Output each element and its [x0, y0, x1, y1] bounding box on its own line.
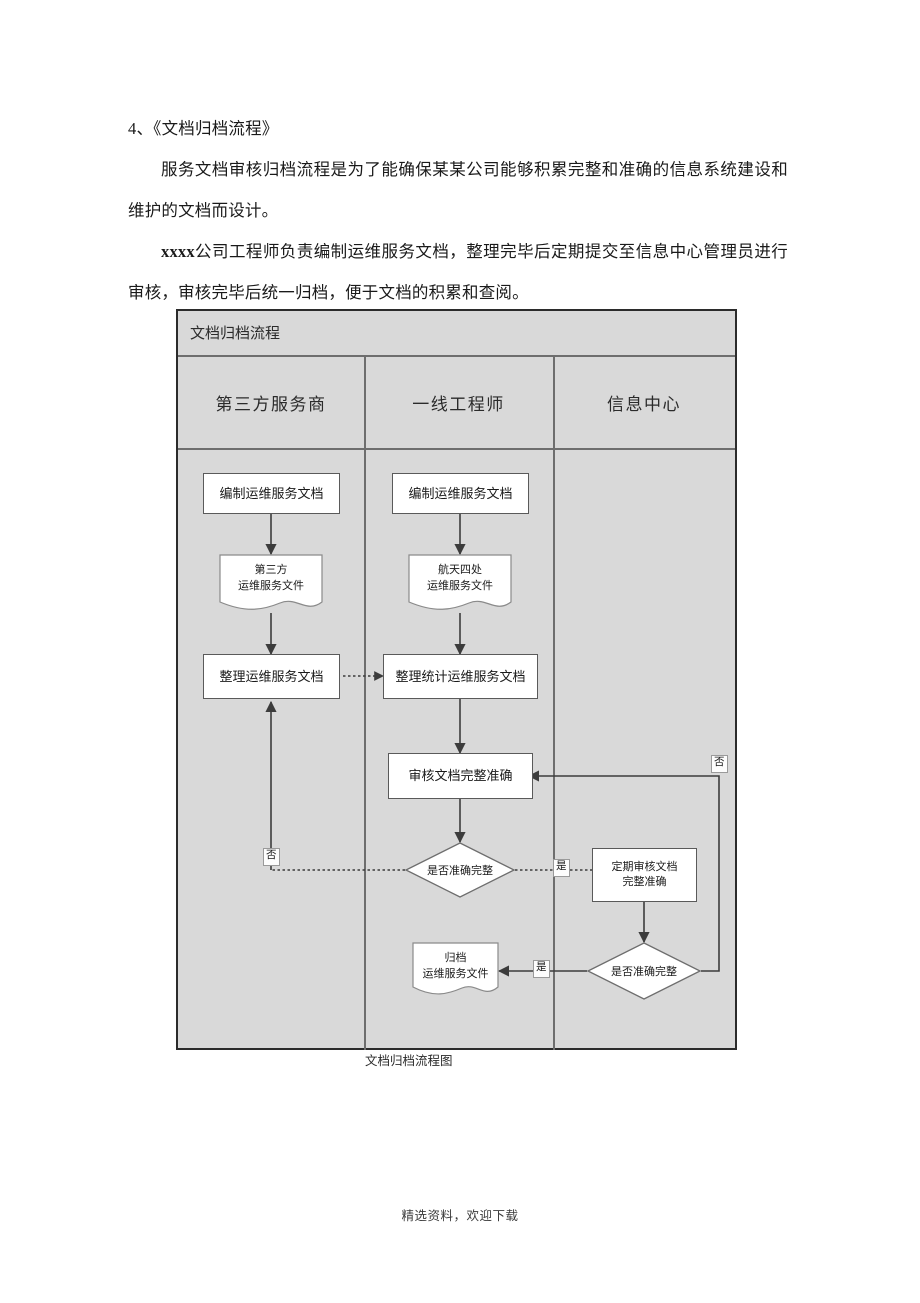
lane-header-info-center: 信息中心	[553, 357, 735, 450]
node-label: 审核文档完整准确	[408, 768, 513, 784]
diamond-shape-icon	[587, 942, 701, 1000]
node-thirdparty-ops-file[interactable]: 第三方 运维服务文件	[219, 554, 323, 614]
node-review-doc-complete-accurate[interactable]: 审核文档完整准确	[388, 753, 533, 799]
node-compile-ops-doc-engineer[interactable]: 编制运维服务文档	[392, 473, 529, 514]
node-label: 编制运维服务文档	[219, 485, 324, 501]
page-footer: 精选资料，欢迎下载	[401, 1209, 519, 1223]
edge-label-no-right: 否	[711, 755, 728, 773]
lane-header-frontline-engineer: 一线工程师	[364, 357, 553, 450]
lane-label: 信息中心	[607, 395, 681, 414]
flowchart-title-bar: 文档归档流程	[178, 311, 735, 357]
node-label: 编制运维服务文档	[408, 485, 513, 501]
flowchart-connectors	[265, 513, 720, 977]
lane-divider-1	[364, 357, 366, 1050]
node-decision-accurate-complete-2[interactable]: 是否准确完整	[587, 942, 701, 1000]
connector-n11-no	[527, 770, 720, 972]
node-periodic-review-doc[interactable]: 定期审核文档 完整准确	[592, 848, 697, 902]
document-shape-icon	[412, 942, 499, 995]
lane-label: 第三方服务商	[215, 395, 327, 414]
paragraph-1: 服务文档审核归档流程是为了能确保某某公司能够积累完整和准确的信息系统建设和维护的…	[128, 160, 788, 220]
lane-label: 一线工程师	[412, 395, 505, 414]
node-label: 整理统计运维服务文档	[395, 668, 526, 684]
edge-label-yes-right: 是	[553, 859, 570, 877]
node-hangtian-ops-file[interactable]: 航天四处 运维服务文件	[408, 554, 512, 614]
diamond-shape-icon	[405, 842, 515, 898]
flowchart-canvas: 编制运维服务文档 第三方 运维服务文件 整理运维服务文档 编制运维服务文档 航天…	[178, 450, 735, 1048]
node-label: 整理运维服务文档	[219, 668, 324, 684]
node-label-line-2: 完整准确	[622, 876, 667, 888]
document-shape-icon	[219, 554, 323, 610]
edge-label-yes-bottom: 是	[533, 960, 550, 978]
lane-header-third-party: 第三方服务商	[178, 357, 364, 450]
node-decision-accurate-complete-1[interactable]: 是否准确完整	[405, 842, 515, 898]
node-organize-ops-doc[interactable]: 整理运维服务文档	[203, 654, 340, 699]
node-label-line-1: 定期审核文档	[611, 861, 678, 874]
lane-divider-2	[553, 357, 555, 1050]
figure-caption: 文档归档流程图	[365, 1054, 453, 1068]
node-compile-ops-doc-thirdparty[interactable]: 编制运维服务文档	[203, 473, 340, 514]
paragraph-2-text: 公司工程师负责编制运维服务文档，整理完毕后定期提交至信息中心管理员进行审核，审核…	[128, 242, 788, 302]
node-organize-statistics-ops-doc[interactable]: 整理统计运维服务文档	[383, 654, 538, 699]
flowchart-container: 文档归档流程 第三方服务商 一线工程师 信息中心	[176, 309, 737, 1050]
flowchart-title: 文档归档流程	[190, 326, 281, 342]
paragraph-2: xxxx公司工程师负责编制运维服务文档，整理完毕后定期提交至信息中心管理员进行审…	[128, 231, 788, 313]
bold-company-placeholder: xxxx	[161, 242, 195, 261]
document-shape-icon	[408, 554, 512, 610]
edge-label-no-left: 否	[263, 848, 280, 866]
node-archive-ops-file[interactable]: 归档 运维服务文件	[412, 942, 499, 999]
section-heading: 4、《文档归档流程》	[128, 119, 279, 138]
document-body: 4、《文档归档流程》 服务文档审核归档流程是为了能确保某某公司能够积累完整和准确…	[128, 108, 788, 313]
